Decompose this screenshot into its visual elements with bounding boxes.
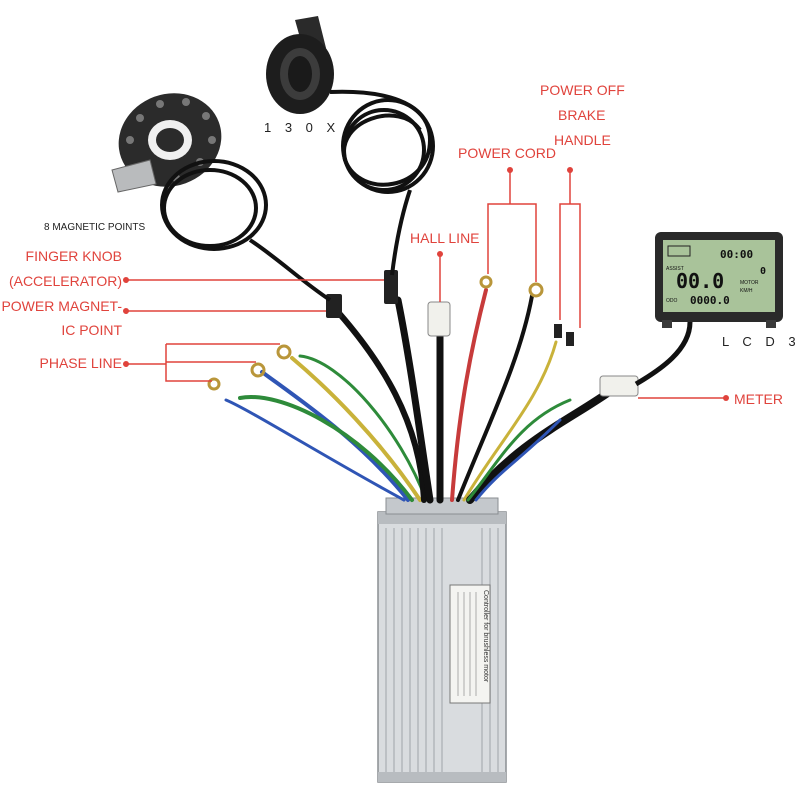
label-accelerator: (ACCELERATOR) [8, 273, 122, 289]
lcd-screen [663, 240, 775, 312]
label-brake: BRAKE [558, 107, 606, 123]
label-handle: HANDLE [554, 132, 611, 148]
connectors [326, 270, 639, 397]
label-power-magnet: POWER MAGNET- [1, 298, 122, 314]
lcd-odometer: 0000.0 [690, 294, 730, 307]
wire-bundle [224, 288, 616, 504]
lcd-odo-label: ODO [666, 298, 678, 304]
label-meter: METER [734, 391, 783, 407]
callout-dots [123, 167, 729, 401]
pas-cable-coil [160, 159, 332, 302]
label-power-cord: POWER CORD [458, 145, 556, 161]
lcd-speed: 00.0 [676, 269, 724, 293]
label-ic-point: IC POINT [61, 322, 122, 338]
label-magnetic-points: 8 MAGNETIC POINTS [44, 222, 146, 233]
label-throttle-model: 1 3 0 X [264, 120, 341, 135]
label-phase-line: PHASE LINE [39, 355, 122, 371]
label-finger-knob: FINGER KNOB [25, 248, 122, 264]
label-power-off: POWER OFF [540, 82, 625, 98]
lcd-motor-label: MOTOR [740, 280, 759, 286]
sticker-title: Controller for brushless motor [482, 590, 489, 683]
controller-box: Controller for brushless motor [377, 497, 507, 783]
label-lcd3: L C D 3 [722, 334, 800, 349]
label-hall-line: HALL LINE [410, 230, 480, 246]
lcd3-display: 00:00 ASSIST 00.0 0 MOTOR KM/H ODO 0000.… [655, 232, 783, 328]
throttle-cable-coil [329, 89, 435, 276]
lcd-assist-label: ASSIST [666, 266, 684, 272]
lcd-gear: 0 [760, 266, 766, 277]
lcd-kmh-label: KM/H [740, 288, 753, 294]
lcd-time: 00:00 [720, 248, 753, 261]
callout-lines [126, 170, 726, 399]
thumb-throttle [266, 16, 334, 114]
lcd-cable [634, 321, 693, 387]
ring-terminals [207, 275, 544, 391]
